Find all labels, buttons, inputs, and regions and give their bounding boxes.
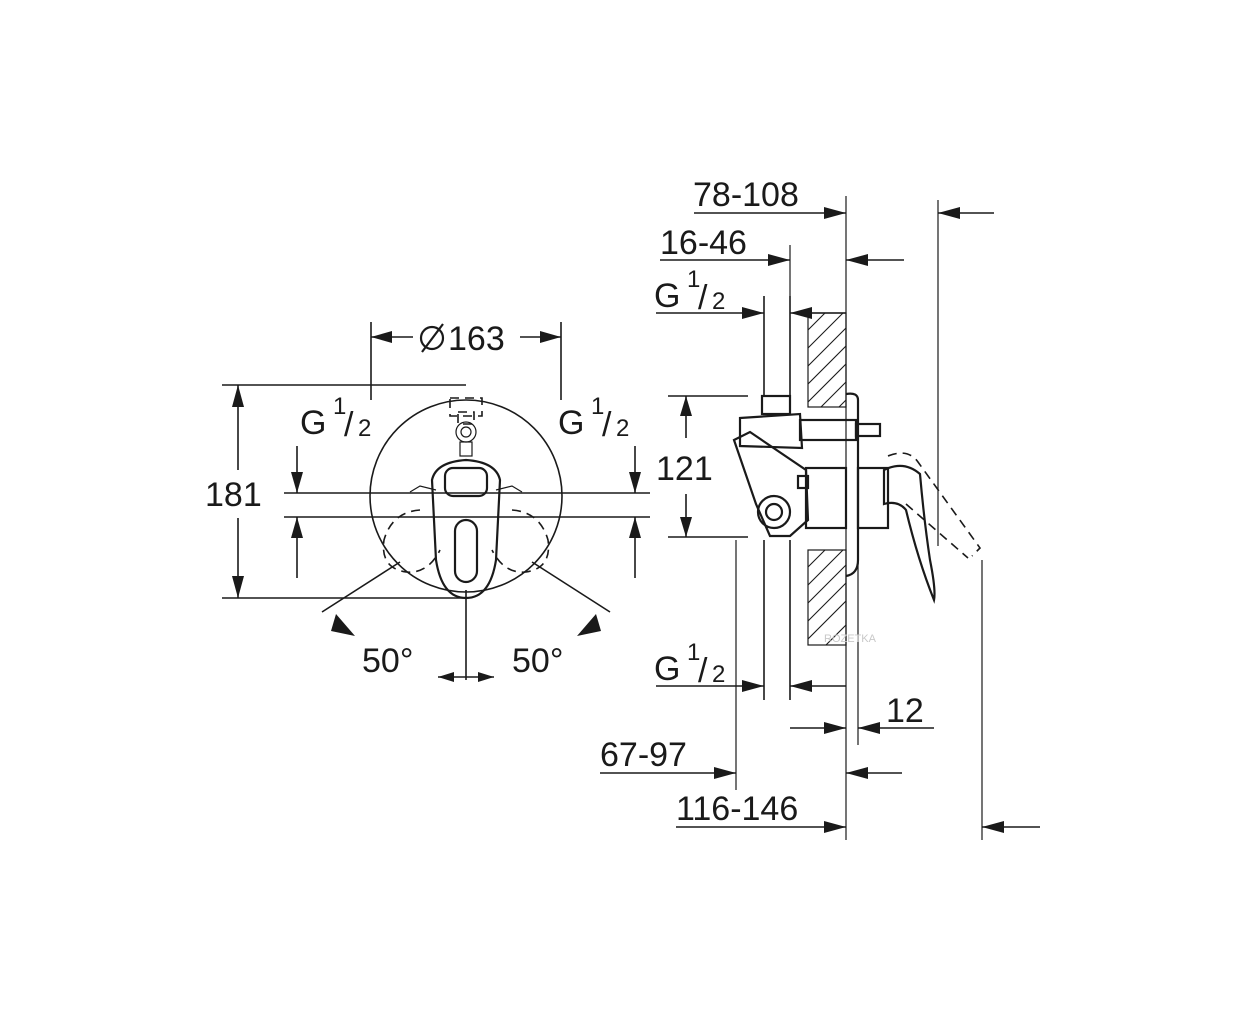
dim-depth-overall-top-label: 78-108 <box>693 176 799 214</box>
svg-text:2: 2 <box>712 288 725 315</box>
svg-text:1: 1 <box>333 393 346 420</box>
dim-height-front-label: 181 <box>205 476 262 514</box>
thread-label-front-left: G 1 / 2 <box>300 393 371 444</box>
side-view: 78-108 16-46 G 1 / 2 121 G 1 / 2 12 67-9… <box>600 176 1040 840</box>
dim-height-side-label: 121 <box>656 450 713 488</box>
svg-text:G: G <box>654 277 680 315</box>
svg-text:2: 2 <box>358 415 371 442</box>
dim-angle-right-label: 50° <box>512 642 563 680</box>
handle-side <box>856 452 982 604</box>
wall-hatch-bottom <box>807 549 847 646</box>
svg-text:G: G <box>654 650 680 688</box>
angle-ray-left <box>321 561 401 613</box>
svg-text:1: 1 <box>687 266 700 293</box>
svg-text:2: 2 <box>712 661 725 688</box>
svg-text:2: 2 <box>616 415 629 442</box>
dim-diameter-label: 163 <box>448 320 505 358</box>
svg-text:1: 1 <box>591 393 604 420</box>
diverter-knob <box>449 397 483 457</box>
wall-hatch-top <box>807 312 847 408</box>
watermark-text: ROZETKA <box>824 633 877 645</box>
front-view: 163 181 G 1 / 2 G 1 / 2 50° 50° <box>205 320 650 682</box>
dim-depth-overall-bottom-label: 116-146 <box>676 790 798 828</box>
thread-label-side-top: G 1 / 2 <box>654 266 725 317</box>
svg-text:/: / <box>698 652 708 690</box>
thread-label-side-bottom: G 1 / 2 <box>654 639 725 690</box>
dim-depth-inner-bottom-label: 67-97 <box>600 736 687 774</box>
svg-text:/: / <box>344 406 354 444</box>
dim-depth-body-top-label: 16-46 <box>660 224 747 262</box>
svg-text:G: G <box>300 404 326 442</box>
thread-label-front-right: G 1 / 2 <box>558 393 629 444</box>
svg-text:/: / <box>602 406 612 444</box>
angle-ray-right <box>531 561 611 613</box>
svg-text:/: / <box>698 279 708 317</box>
svg-text:G: G <box>558 404 584 442</box>
valve-body <box>732 394 882 538</box>
lever-handle <box>382 458 550 600</box>
dim-angle-left-label: 50° <box>362 642 413 680</box>
svg-text:1: 1 <box>687 639 700 666</box>
dim-plate-thickness-label: 12 <box>886 692 924 730</box>
